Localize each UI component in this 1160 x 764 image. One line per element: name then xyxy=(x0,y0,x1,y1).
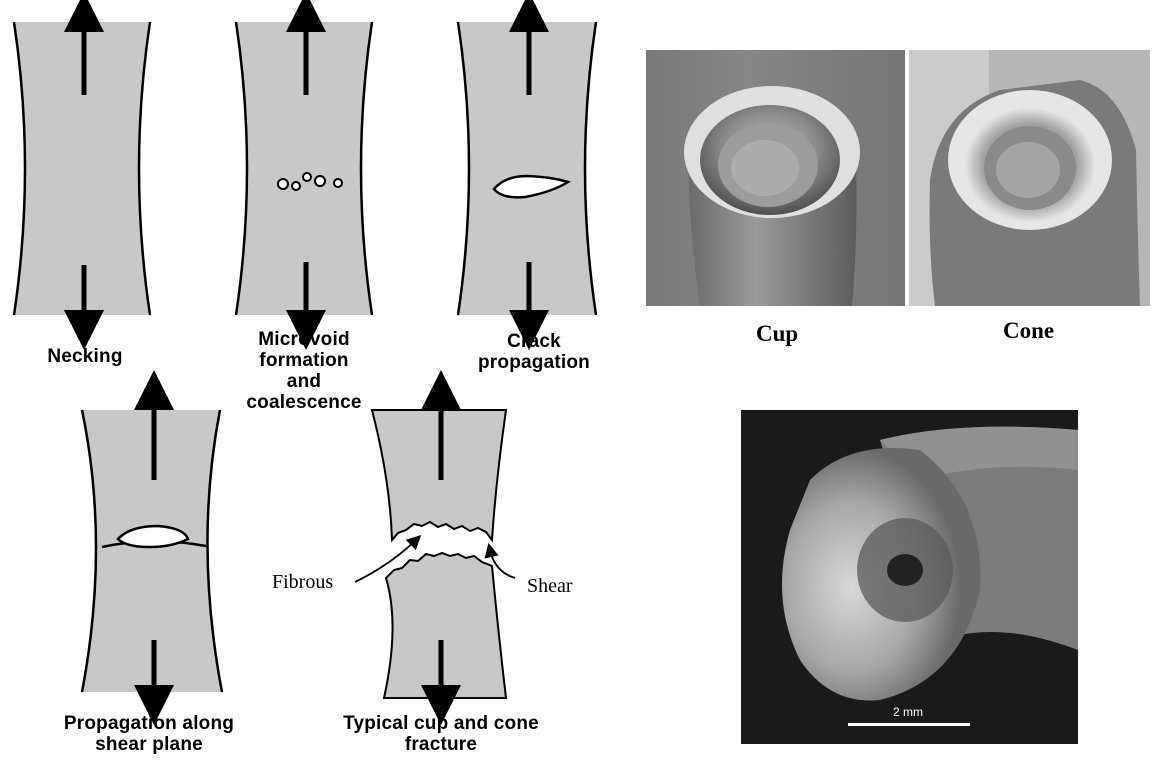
label-microvoid: Microvoid formation and coalescence xyxy=(242,329,366,413)
label-cone: Cone xyxy=(1003,320,1054,342)
scale-label: 2 mm xyxy=(878,705,938,719)
label-shear: Shear xyxy=(527,575,573,597)
specimen-microvoid xyxy=(236,12,372,330)
scale-bar xyxy=(848,723,970,726)
label-fibrous: Fibrous xyxy=(272,571,333,593)
cone-photo xyxy=(909,50,1150,306)
label-necking: Necking xyxy=(20,346,150,367)
shear-pointer xyxy=(490,550,515,578)
specimen-necking xyxy=(14,12,150,330)
specimen-cup-cone xyxy=(355,390,515,705)
label-cup: Cup xyxy=(756,323,798,345)
specimen-crack xyxy=(458,12,596,330)
cup-photo xyxy=(646,50,905,306)
label-crack-propagation: Crack propagation xyxy=(478,331,590,373)
cup-cone-photo-large xyxy=(741,410,1078,744)
label-shear-plane: Propagation along shear plane xyxy=(38,713,260,755)
label-cup-cone-fracture: Typical cup and cone fracture xyxy=(343,713,539,755)
specimen-shear-plane xyxy=(82,390,222,705)
